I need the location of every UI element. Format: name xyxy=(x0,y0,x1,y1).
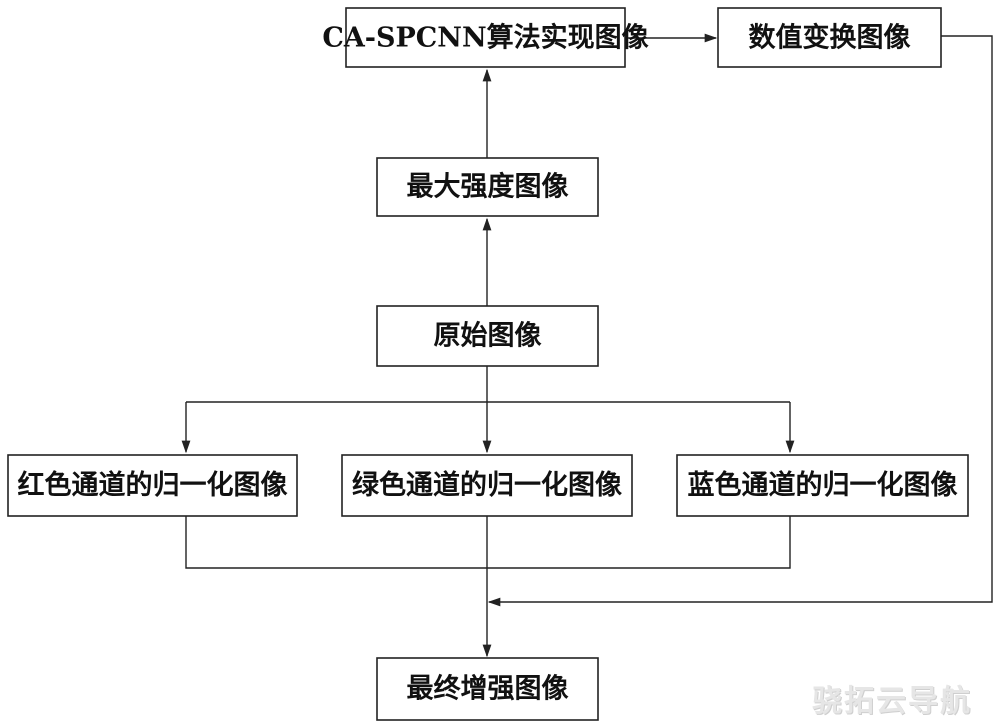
node-value-transform: 数值变换图像 xyxy=(717,7,942,68)
node-original-label: 原始图像 xyxy=(434,320,542,352)
edge-value-transform-feedback xyxy=(487,35,993,607)
node-blue-norm: 蓝色通道的归一化图像 xyxy=(676,454,969,517)
node-max-intensity: 最大强度图像 xyxy=(376,157,599,217)
watermark-logo: 骁拓云导航 xyxy=(812,684,972,719)
edge-blue-norm-to-merge xyxy=(487,516,791,569)
node-red-norm: 红色通道的归一化图像 xyxy=(7,454,298,517)
node-green-norm-label: 绿色通道的归一化图像 xyxy=(352,469,622,501)
node-max-intensity-label: 最大强度图像 xyxy=(407,171,569,203)
edge-red-norm-to-merge xyxy=(185,516,487,569)
node-green-norm: 绿色通道的归一化图像 xyxy=(341,454,633,517)
node-ca-spcnn: CA-SPCNN算法实现图像 xyxy=(322,7,649,68)
node-original: 原始图像 xyxy=(376,305,599,367)
node-value-transform-label: 数值变换图像 xyxy=(749,22,911,54)
edges xyxy=(181,33,993,658)
node-red-norm-label: 红色通道的归一化图像 xyxy=(18,469,288,501)
node-blue-norm-label: 蓝色通道的归一化图像 xyxy=(688,469,958,501)
node-ca-spcnn-label: CA-SPCNN算法实现图像 xyxy=(322,22,648,54)
node-final-enhanced: 最终增强图像 xyxy=(376,657,599,721)
node-final-enhanced-label: 最终增强图像 xyxy=(407,673,569,705)
